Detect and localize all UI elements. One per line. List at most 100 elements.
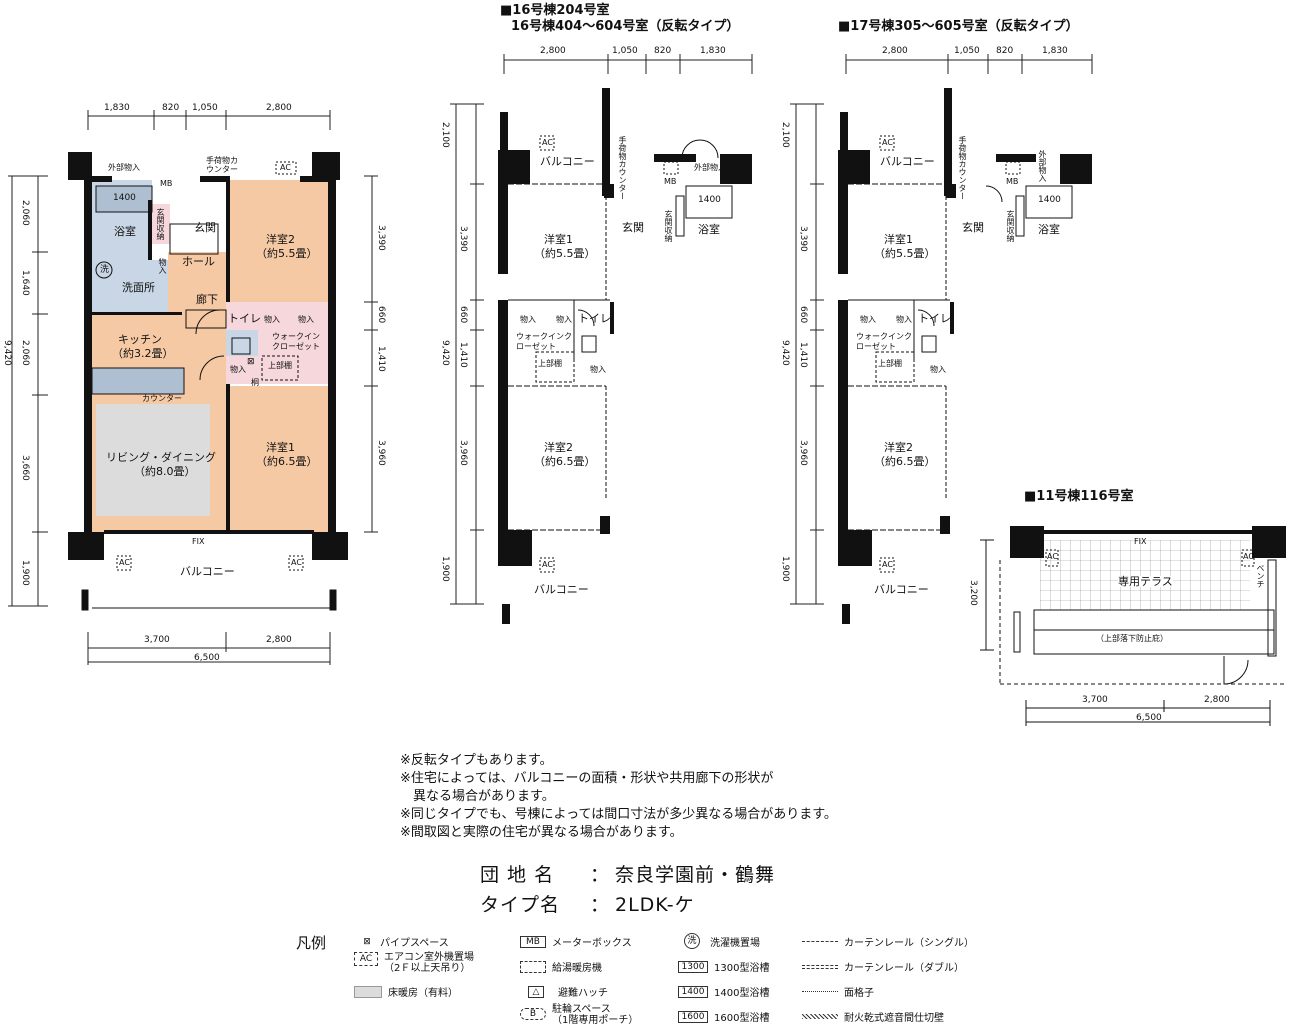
p17-bath-size: 1400 bbox=[1038, 195, 1061, 205]
legend-item: 1400 1400型浴槽 bbox=[678, 984, 769, 999]
bathtub-size: 1400 bbox=[113, 193, 136, 203]
p16-western1-size: （約5.5畳） bbox=[534, 247, 596, 260]
plan-16-subheader: 16号棟404〜604号室（反転タイプ） bbox=[511, 19, 740, 34]
dim16-left-total: 9,420 bbox=[440, 340, 450, 366]
upper-shelf: 上部棚 bbox=[268, 361, 292, 370]
ac-unit-left: AC bbox=[119, 558, 130, 567]
dim16-left-1: 2,100 bbox=[440, 122, 450, 148]
legend-item: 1300 1300型浴槽 bbox=[678, 959, 769, 974]
p16-ac-bottom: AC bbox=[542, 560, 553, 569]
legend-title: 凡例 bbox=[296, 934, 327, 952]
p17-balcony-top: バルコニー bbox=[880, 155, 935, 168]
lattice-icon bbox=[802, 991, 838, 992]
legend-item: MB メーターボックス bbox=[520, 934, 632, 949]
legend-label: 洗濯機置場 bbox=[710, 937, 760, 949]
p11-fix: FIX bbox=[1134, 537, 1147, 546]
dim17-left-6: 1,900 bbox=[780, 556, 790, 582]
legend-item: 面格子 bbox=[802, 984, 874, 999]
plan-16-header: ■16号棟204号室 bbox=[500, 3, 610, 18]
dim-top-4: 2,800 bbox=[266, 103, 292, 113]
p16-storage-c: 物入 bbox=[590, 365, 606, 374]
legend-label: エアコン室外機置場 bbox=[384, 952, 474, 963]
p17-toilet: トイレ bbox=[918, 312, 951, 325]
balcony: バルコニー bbox=[180, 565, 235, 578]
p16-bath: 浴室 bbox=[698, 223, 720, 236]
note-line: ※住宅によっては、バルコニーの面積・形状や共用廊下の形状が bbox=[400, 771, 774, 786]
legend-item: カーテンレール（ダブル） bbox=[802, 959, 964, 974]
p11-dim-left: 3,200 bbox=[968, 580, 978, 606]
p17-outdoor-storage: 外部物入 bbox=[1038, 150, 1047, 182]
p17-entrance-storage: 玄関収納 bbox=[1006, 210, 1015, 242]
legend-item: B 駐輪スペース （1階専用ポーチ） bbox=[520, 1004, 638, 1026]
p16-outdoor-storage: 外部物入 bbox=[694, 163, 726, 172]
dim-bottom-total: 6,500 bbox=[194, 653, 220, 663]
p17-entrance: 玄関 bbox=[962, 221, 984, 234]
legend-label: 1300型浴槽 bbox=[714, 963, 770, 974]
pipe-space-icon: ⊠ bbox=[247, 357, 255, 367]
room-kitchen: キッチン bbox=[118, 333, 162, 346]
p16-western1: 洋室1 bbox=[544, 233, 573, 246]
p17-storage-b: 物入 bbox=[896, 315, 912, 324]
p17-bath: 浴室 bbox=[1038, 223, 1060, 236]
legend-sublabel: （1階専用ポーチ） bbox=[552, 1015, 639, 1026]
kitchen-counter: カウンター bbox=[142, 394, 182, 403]
partition-wall-icon bbox=[802, 1014, 838, 1019]
shelf-mark: 桐 bbox=[251, 378, 259, 387]
room-storage-hall: 物入 bbox=[158, 258, 167, 274]
p16-western2-size: （約6.5畳） bbox=[534, 455, 596, 468]
floor-heating-swatch bbox=[354, 985, 382, 998]
legend-sublabel: （2Ｆ以上天吊り） bbox=[384, 963, 471, 974]
legend-label: 面格子 bbox=[844, 988, 874, 999]
legend-item: 耐火乾式遮音間仕切壁 bbox=[802, 1009, 944, 1024]
legend-item: 1600 1600型浴槽 bbox=[678, 1009, 769, 1024]
legend-item: ⊠ パイプスペース bbox=[360, 934, 449, 950]
room-toilet: トイレ bbox=[228, 312, 261, 325]
legend-item: 給湯暖房機 bbox=[520, 959, 602, 974]
dim16-top-1: 2,800 bbox=[540, 46, 566, 56]
legend-label-group: エアコン室外機置場 （2Ｆ以上天吊り） bbox=[384, 952, 474, 974]
legend-label: 耐火乾式遮音間仕切壁 bbox=[844, 1013, 944, 1024]
p11-dim-bottom-2: 2,800 bbox=[1204, 695, 1230, 705]
note-line: 異なる場合があります。 bbox=[400, 789, 555, 804]
notes-block: ※反転タイプもあります。 ※住宅によっては、バルコニーの面積・形状や共用廊下の形… bbox=[400, 752, 837, 842]
p16-storage-a: 物入 bbox=[520, 315, 536, 324]
p16-entrance-storage: 玄関収納 bbox=[664, 210, 673, 242]
complex-name-value: 奈良学園前・鶴舞 bbox=[615, 864, 776, 886]
p16-upper-shelf: 上部棚 bbox=[538, 359, 562, 368]
note-line: ※反転タイプもあります。 bbox=[400, 753, 553, 768]
dim16-left-3: 660 bbox=[458, 306, 468, 324]
p17-western1: 洋室1 bbox=[884, 233, 913, 246]
dim-bottom-1: 3,700 bbox=[144, 635, 170, 645]
legend-item: 洗 洗濯機置場 bbox=[684, 933, 760, 949]
dim17-left-total: 9,420 bbox=[780, 340, 790, 366]
dim-top-1: 1,830 bbox=[104, 103, 130, 113]
room-entrance: 玄関 bbox=[194, 221, 216, 234]
dim17-left-3: 660 bbox=[798, 306, 808, 324]
legend-item: △ 避難ハッチ bbox=[528, 984, 608, 999]
dim16-left-2: 3,390 bbox=[458, 226, 468, 252]
room-walkin-closet: ウォークインクローゼット bbox=[272, 332, 320, 351]
ac-unit-top: AC bbox=[280, 163, 291, 172]
dim16-top-3: 820 bbox=[654, 46, 672, 56]
p16-balcony: バルコニー bbox=[534, 583, 589, 596]
dim-right-4: 3,960 bbox=[376, 440, 386, 466]
p11-terrace: 専用テラス bbox=[1118, 575, 1173, 588]
dim16-left-5: 3,960 bbox=[458, 440, 468, 466]
legend-label: 1600型浴槽 bbox=[714, 1013, 770, 1024]
dim17-left-2: 3,390 bbox=[798, 226, 808, 252]
p17-walkin: ウォークインクローゼット bbox=[856, 332, 912, 351]
dim16-top-2: 1,050 bbox=[612, 46, 638, 56]
dim-left-4: 3,660 bbox=[20, 455, 30, 481]
dim17-top-4: 1,830 bbox=[1042, 46, 1068, 56]
legend-label: カーテンレール（ダブル） bbox=[844, 963, 964, 974]
dim17-left-1: 2,100 bbox=[780, 122, 790, 148]
p16-hand-counter: 手荷物カウンター bbox=[618, 136, 627, 200]
p11-side-label: ベンチ bbox=[1256, 564, 1265, 588]
legend-label: パイプスペース bbox=[380, 938, 449, 949]
dim-left-5: 1,900 bbox=[20, 560, 30, 586]
room-hand-counter: 手荷物カウンター bbox=[206, 156, 238, 174]
legend-label: 1400型浴槽 bbox=[714, 988, 770, 999]
